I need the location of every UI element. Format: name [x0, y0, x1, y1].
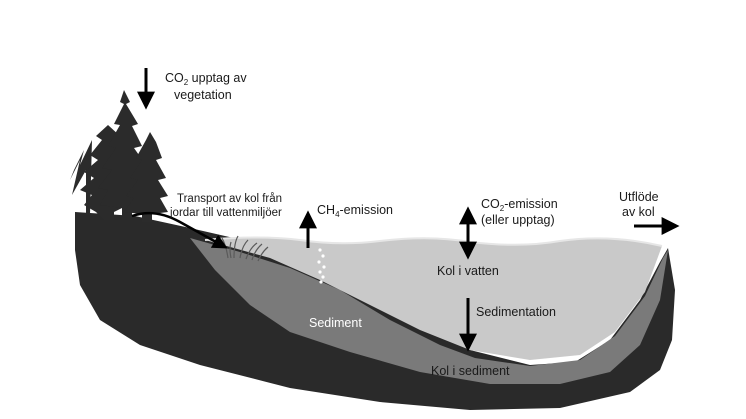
trees	[70, 90, 168, 222]
transport-label-line1: Transport av kol från	[177, 193, 282, 205]
methane-bubbles	[317, 248, 326, 284]
outflow-label-line1: Utflöde	[619, 190, 659, 204]
outflow-label-line2: av kol	[622, 205, 655, 219]
co2-emission-label-line2: (eller upptag)	[481, 213, 555, 227]
water-surface	[204, 236, 663, 247]
co2-uptake-label: CO2 upptag av	[165, 71, 247, 87]
co2-uptake-label-line2: vegetation	[174, 88, 232, 102]
water-body	[205, 237, 662, 360]
carbon-in-sediment-label: Kol i sediment	[431, 364, 510, 378]
transport-label-line2: jordar till vattenmiljöer	[169, 207, 282, 219]
transport-arrow	[131, 211, 228, 249]
sediment-layer	[190, 238, 668, 384]
tree-left	[70, 140, 92, 215]
co2-emission-label: CO2-emission	[481, 197, 558, 213]
sediment-label: Sediment	[309, 316, 362, 330]
ch4-emission-label: CH4-emission	[317, 203, 393, 219]
sedimentation-label: Sedimentation	[476, 305, 556, 319]
carbon-in-water-label: Kol i vatten	[437, 264, 499, 278]
tree-3	[124, 132, 168, 222]
